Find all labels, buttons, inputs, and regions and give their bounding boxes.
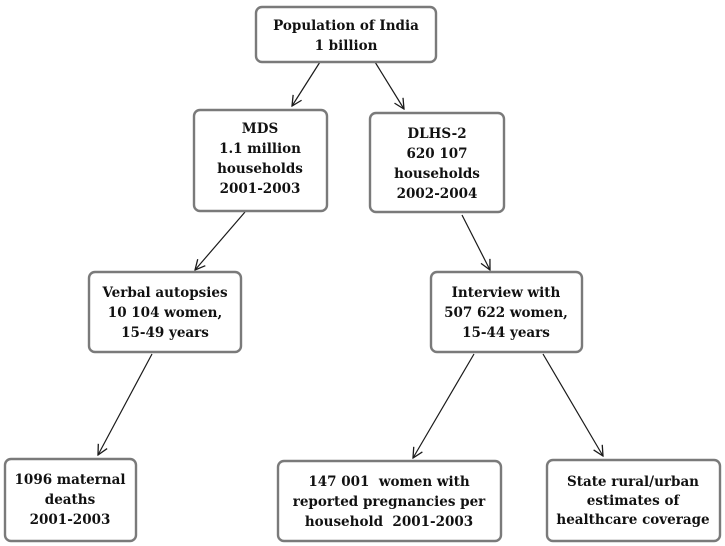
- node-coverage-line-2: estimates of: [587, 493, 681, 509]
- node-interview-line-1: Interview with: [452, 285, 561, 301]
- node-deaths-line-1: 1096 maternal: [15, 472, 126, 488]
- arrow-interview-to-pregnancies: [413, 353, 475, 458]
- node-population: Population of India 1 billion: [254, 5, 438, 64]
- arrow-verbal-to-deaths: [98, 353, 153, 455]
- node-dlhs-line-3: households: [394, 166, 480, 182]
- node-mds-line-4: 2001-2003: [220, 181, 301, 197]
- node-dlhs-line-4: 2002-2004: [397, 186, 478, 202]
- node-healthcare-coverage: State rural/urban estimates of healthcar…: [545, 458, 722, 543]
- node-interview-line-2: 507 622 women,: [444, 305, 568, 321]
- node-deaths-line-2: deaths: [45, 492, 96, 508]
- node-population-line-2: 1 billion: [315, 38, 378, 54]
- node-dlhs-line-2: 620 107: [406, 146, 467, 162]
- arrow-dlhs-to-interview: [461, 214, 490, 270]
- arrow-mds-to-verbal: [195, 211, 246, 270]
- node-verbal-line-1: Verbal autopsies: [101, 285, 228, 301]
- node-interview: Interview with 507 622 women, 15-44 year…: [429, 270, 584, 354]
- node-pregnancies-line-1: 147 001 women with: [308, 474, 469, 490]
- node-interview-line-3: 15-44 years: [462, 325, 550, 341]
- node-verbal-line-3: 15-49 years: [121, 325, 209, 341]
- arrow-population-to-dlhs: [374, 61, 404, 109]
- node-verbal-autopsies: Verbal autopsies 10 104 women, 15-49 yea…: [87, 270, 243, 354]
- node-mds: MDS 1.1 million households 2001-2003: [192, 108, 329, 213]
- node-mds-line-3: households: [217, 161, 303, 177]
- node-dlhs: DLHS-2 620 107 households 2002-2004: [368, 111, 506, 214]
- node-population-line-1: Population of India: [273, 18, 419, 34]
- node-mds-line-2: 1.1 million: [219, 141, 301, 157]
- node-coverage-line-3: healthcare coverage: [556, 512, 709, 528]
- node-pregnancies-line-3: household 2001-2003: [305, 514, 473, 530]
- node-mds-line-1: MDS: [242, 121, 278, 137]
- arrow-population-to-mds: [292, 61, 321, 106]
- node-deaths-line-3: 2001-2003: [30, 512, 111, 528]
- node-dlhs-line-1: DLHS-2: [407, 126, 466, 142]
- arrow-interview-to-coverage: [542, 353, 603, 456]
- node-maternal-deaths: 1096 maternal deaths 2001-2003: [3, 457, 138, 543]
- connector-arrows: [98, 61, 603, 458]
- node-pregnancies-line-2: reported pregnancies per: [293, 494, 486, 510]
- node-coverage-line-1: State rural/urban: [567, 474, 699, 490]
- node-reported-pregnancies: 147 001 women with reported pregnancies …: [276, 459, 503, 543]
- node-verbal-line-2: 10 104 women,: [108, 305, 222, 321]
